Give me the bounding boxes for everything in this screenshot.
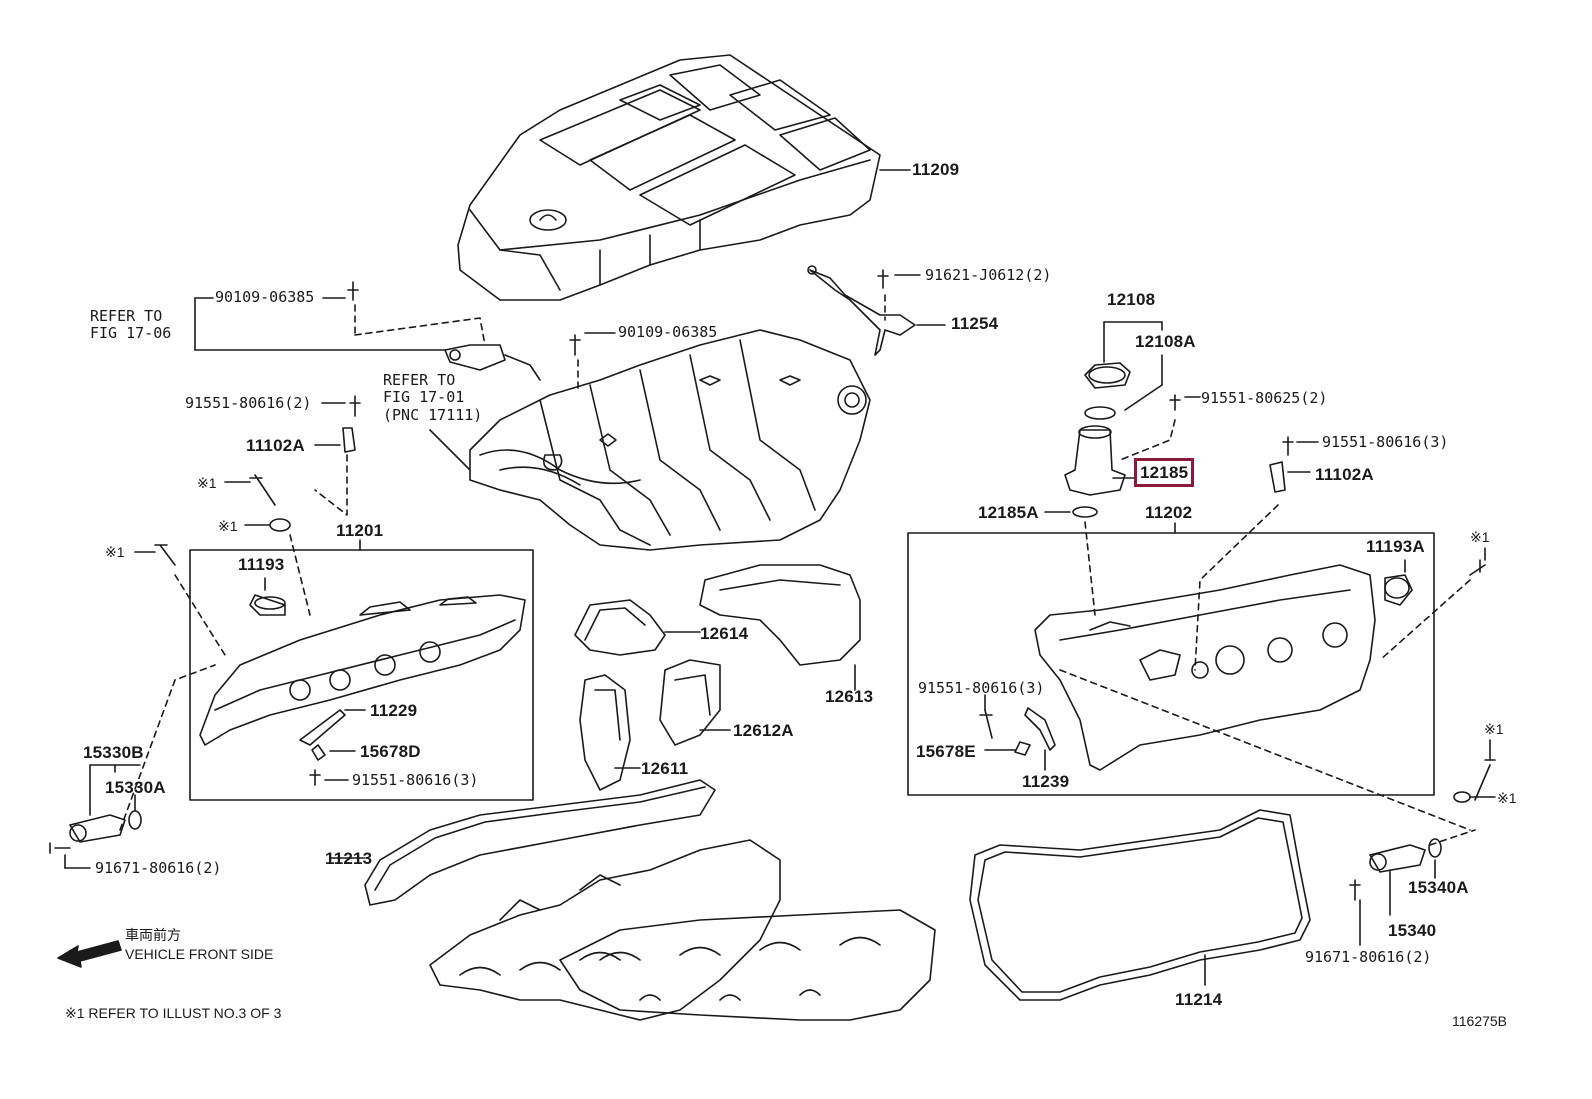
refer-fig-17-01[interactable]: REFER TO FIG 17-01 (PNC 17111) (383, 371, 483, 424)
sensor-left (444, 344, 541, 381)
mark-1-b: ※1 (218, 518, 238, 534)
part-91621[interactable]: 91621-J0612(2) (925, 266, 1052, 284)
filler-cap-12108 (1084, 362, 1131, 389)
valve-cover-right (1034, 564, 1376, 771)
part-91551-left-bottom[interactable]: 91551-80616(3) (352, 771, 479, 789)
part-11239[interactable]: 11239 (1022, 772, 1070, 791)
part-12185a[interactable]: 12185A (978, 503, 1039, 522)
front-label-en: VEHICLE FRONT SIDE (125, 946, 274, 962)
box-11201 (189, 549, 534, 801)
part-12108a[interactable]: 12108A (1135, 332, 1196, 351)
part-15678d[interactable]: 15678D (360, 742, 421, 761)
ocv-right (1369, 838, 1442, 873)
part-11229[interactable]: 11229 (370, 701, 418, 720)
intake-manifold (469, 329, 871, 551)
gasket-11214 (969, 809, 1311, 1001)
seal-11193 (249, 594, 286, 616)
insulator-12613 (699, 564, 861, 666)
filler-pipe-12185 (1064, 429, 1126, 496)
box-11202 (907, 532, 1435, 796)
sensor-11254 (807, 265, 916, 356)
part-91551-right-box[interactable]: 91551-80616(3) (918, 679, 1045, 697)
part-12613[interactable]: 12613 (825, 687, 874, 706)
part-91551-80625[interactable]: 91551-80625(2) (1201, 389, 1328, 407)
part-11193a[interactable]: 11193A (1366, 537, 1425, 556)
mark-1-d: ※1 (1470, 529, 1490, 545)
filler-gasket (1084, 406, 1116, 420)
part-11254[interactable]: 11254 (951, 314, 999, 333)
front-arrow-icon (57, 940, 122, 968)
part-15340a[interactable]: 15340A (1408, 878, 1469, 897)
part-11102a-left[interactable]: 11102A (246, 436, 305, 455)
part-90109-center[interactable]: 90109-06385 (618, 323, 718, 341)
seal-11193a (1384, 574, 1413, 606)
cylinder-head-left (429, 839, 781, 1021)
front-label-jp: 車両前方 (125, 927, 181, 943)
part-12185[interactable]: 12185 (1133, 458, 1195, 487)
mark-1-a: ※1 (197, 475, 217, 491)
insulator-12612a (659, 659, 721, 746)
part-11213[interactable]: 11213 (325, 849, 373, 868)
gasket-11239 (1024, 707, 1056, 751)
part-11209[interactable]: 11209 (912, 160, 960, 179)
ocv-left (69, 810, 142, 843)
o-ring-12185a (1072, 506, 1098, 518)
footnote: ※1 REFER TO ILLUST NO.3 OF 3 (65, 1005, 282, 1021)
part-12612a[interactable]: 12612A (733, 721, 794, 740)
part-11102a-right[interactable]: 11102A (1315, 465, 1374, 484)
mark-1-c: ※1 (105, 544, 125, 560)
insulator-12611 (579, 674, 631, 791)
mark-1-e: ※1 (1484, 721, 1504, 737)
part-11202[interactable]: 11202 (1145, 503, 1193, 522)
cylinder-head-center (559, 909, 936, 1021)
part-15330a[interactable]: 15330A (105, 778, 166, 797)
part-11214[interactable]: 11214 (1175, 990, 1223, 1009)
part-15678e[interactable]: 15678E (916, 742, 976, 761)
illustration-id: 116275B (1452, 1013, 1508, 1029)
part-15340[interactable]: 15340 (1388, 921, 1437, 940)
refer-fig-17-06[interactable]: REFER TO FIG 17-06 (90, 307, 172, 343)
part-11193[interactable]: 11193 (238, 555, 285, 574)
part-12614[interactable]: 12614 (700, 624, 749, 643)
mark-1-f: ※1 (1497, 790, 1517, 806)
part-91551-right-top[interactable]: 91551-80616(3) (1322, 433, 1449, 451)
part-11201[interactable]: 11201 (336, 521, 384, 540)
gasket-11213 (364, 779, 716, 906)
part-12108[interactable]: 12108 (1107, 290, 1156, 309)
insulator-12614 (574, 599, 666, 656)
engine-cover (457, 54, 881, 301)
part-15330b[interactable]: 15330B (83, 743, 144, 762)
part-91551-left-top[interactable]: 91551-80616(2) (185, 394, 312, 412)
part-91671-left[interactable]: 91671-80616(2) (95, 859, 222, 877)
part-91671-right[interactable]: 91671-80616(2) (1305, 948, 1432, 966)
part-12611[interactable]: 12611 (641, 759, 689, 778)
valve-cover-left (199, 594, 526, 746)
part-90109-left[interactable]: 90109-06385 (215, 288, 315, 306)
